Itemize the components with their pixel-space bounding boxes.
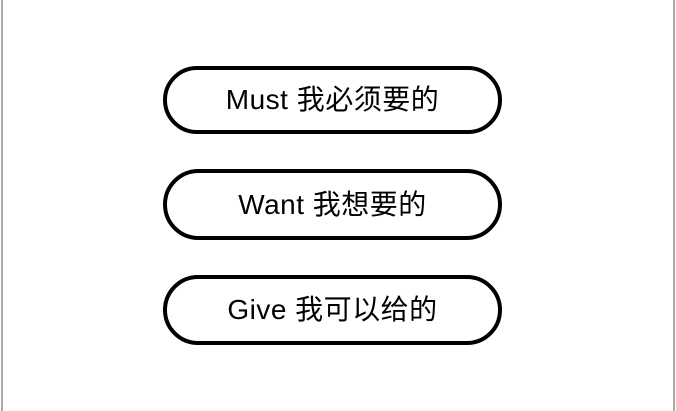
node-must[interactable]: Must 我必须要的 xyxy=(163,66,502,134)
window-left-edge xyxy=(1,0,3,411)
node-want-label: Want 我想要的 xyxy=(238,188,427,220)
window-right-edge xyxy=(673,0,675,411)
node-give-label: Give 我可以给的 xyxy=(227,294,438,325)
node-give[interactable]: Give 我可以给的 xyxy=(163,275,502,345)
node-want[interactable]: Want 我想要的 xyxy=(163,169,502,240)
node-must-label: Must 我必须要的 xyxy=(225,84,440,115)
